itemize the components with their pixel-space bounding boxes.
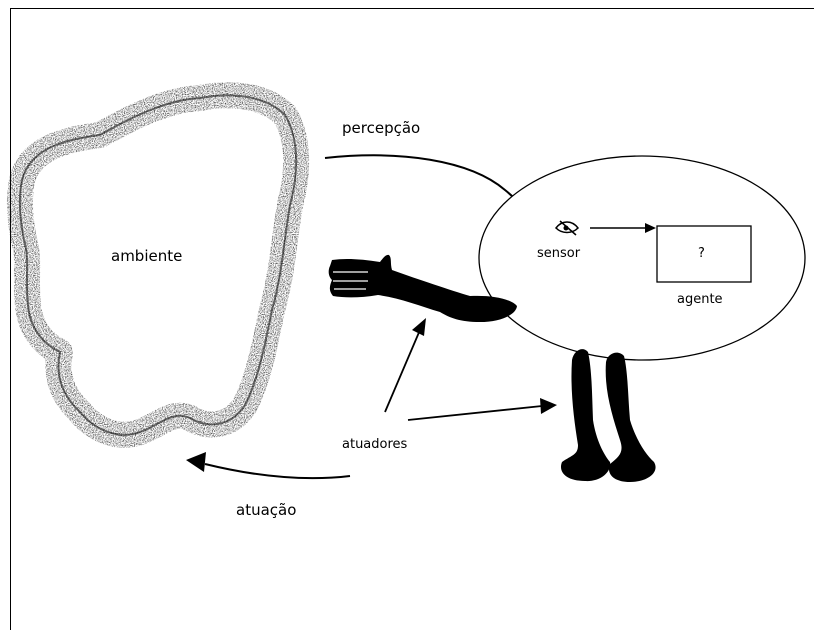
perception-label: percepção	[342, 121, 420, 136]
perception-arrow	[325, 155, 528, 212]
actuator-legs	[561, 349, 656, 482]
sensor-label: sensor	[537, 247, 580, 260]
agent-label: agente	[677, 293, 723, 306]
action-label: atuação	[236, 503, 296, 518]
environment-blob	[20, 95, 296, 435]
actuators-to-arm-arrowhead	[412, 318, 426, 336]
agent-ellipse	[479, 156, 805, 360]
actuators-label: atuadores	[342, 438, 407, 451]
action-arrow	[205, 464, 350, 478]
agent-box-question: ?	[698, 247, 705, 260]
actuators-to-legs-arrow	[408, 406, 542, 420]
environment-label: ambiente	[111, 249, 182, 264]
actuators-to-legs-arrowhead	[540, 398, 557, 414]
actuators-to-arm-arrow	[385, 330, 420, 412]
action-arrowhead	[186, 452, 206, 472]
